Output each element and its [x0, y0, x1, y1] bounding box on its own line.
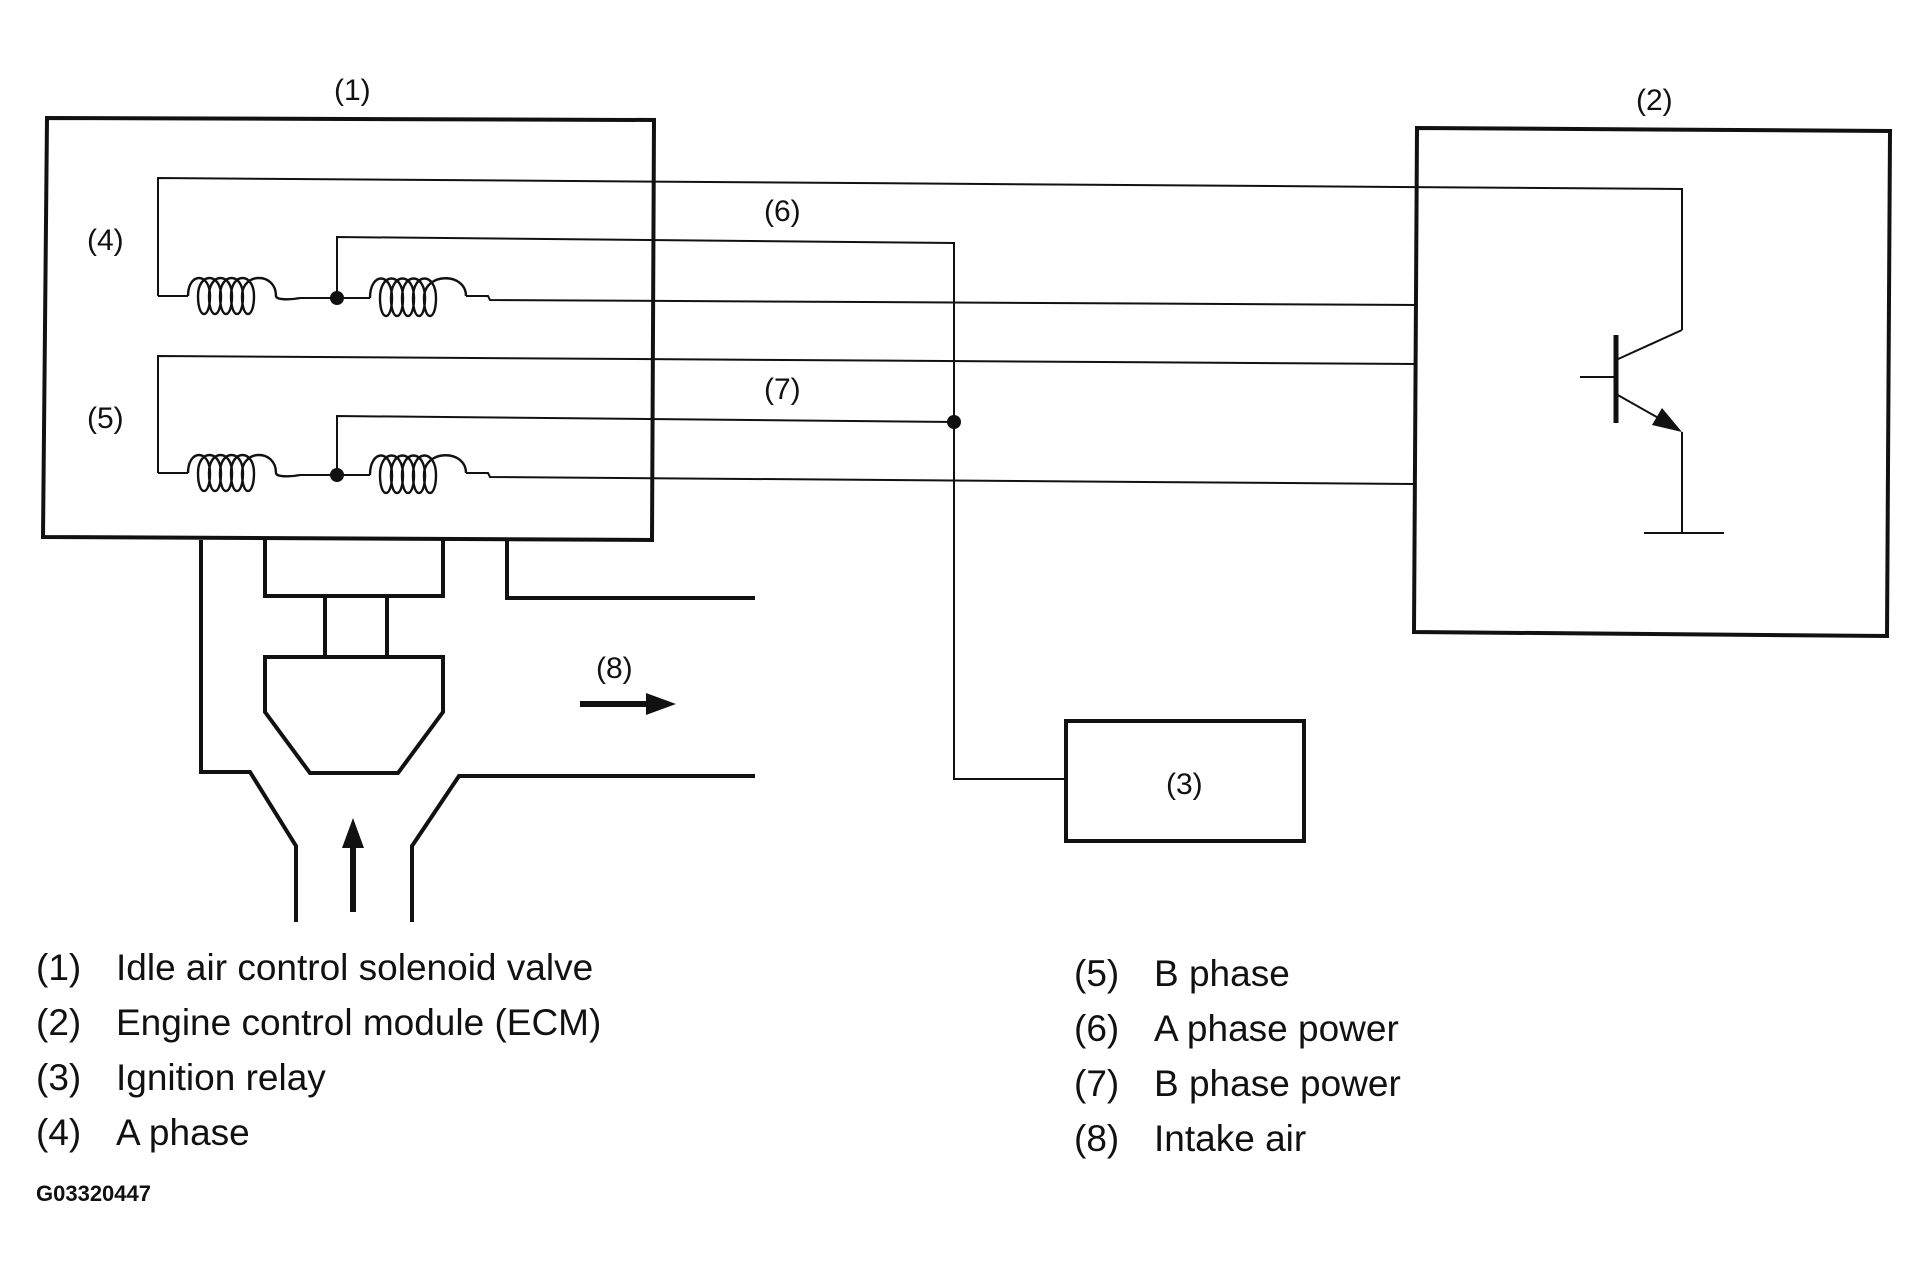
- power-feed-wire: [953, 422, 1066, 780]
- figure-id: G03320447: [36, 1181, 151, 1206]
- legend-number: (5): [1074, 953, 1119, 994]
- legend-text: A phase power: [1154, 1008, 1399, 1049]
- solenoid-valve-box: [40, 115, 657, 543]
- callout-6: (6): [764, 195, 801, 228]
- legend-item: (2) Engine control module (ECM): [36, 1002, 601, 1043]
- legend-text: B phase power: [1154, 1063, 1401, 1104]
- transistor-symbol: [1580, 329, 1724, 534]
- legend-item: (6) A phase power: [1074, 1008, 1399, 1049]
- legend-text: Ignition relay: [116, 1057, 326, 1098]
- legend-text: Intake air: [1154, 1118, 1306, 1159]
- callout-1: (1): [334, 74, 371, 107]
- legend-number: (3): [36, 1057, 81, 1098]
- callout-8: (8): [596, 652, 633, 685]
- legend-number: (1): [36, 947, 81, 988]
- ecm-box: [1411, 125, 1893, 639]
- legend-text: Engine control module (ECM): [116, 1002, 601, 1043]
- b-phase-coil-left: [186, 453, 301, 493]
- legend-item: (4) A phase: [36, 1112, 250, 1153]
- legend-number: (7): [1074, 1063, 1119, 1104]
- a-phase-center-tap-node: [330, 291, 344, 305]
- legend-item: (5) B phase: [1074, 953, 1290, 994]
- legend-number: (8): [1074, 1118, 1119, 1159]
- legend-item: (8) Intake air: [1074, 1118, 1306, 1159]
- intake-duct: [199, 538, 755, 922]
- b-phase-coil-right: [368, 454, 468, 495]
- b-phase-center-tap-node: [330, 468, 344, 482]
- legend-item: (1) Idle air control solenoid valve: [36, 947, 593, 988]
- legend-number: (6): [1074, 1008, 1119, 1049]
- callout-4: (4): [87, 224, 124, 257]
- callout-3: (3): [1166, 768, 1203, 801]
- valve-stem-housing: [263, 538, 445, 598]
- legend-text: B phase: [1154, 953, 1290, 994]
- legend-item: (3) Ignition relay: [36, 1057, 326, 1098]
- ignition-relay-box: [1064, 719, 1306, 843]
- legend-number: (4): [36, 1112, 81, 1153]
- a-phase-coil-left: [186, 276, 301, 316]
- callout-7: (7): [764, 373, 801, 406]
- intake-air-arrow-icon: [580, 693, 676, 715]
- valve-plunger: [263, 655, 445, 775]
- callout-5: (5): [87, 402, 124, 435]
- legend: (1) Idle air control solenoid valve (2) …: [36, 947, 1401, 1159]
- emitter-arrow-icon: [1652, 408, 1682, 432]
- a-phase-coils: [157, 176, 1683, 422]
- legend-item: (7) B phase power: [1074, 1063, 1401, 1104]
- callout-2: (2): [1636, 84, 1673, 117]
- b-phase-coils: [157, 354, 1418, 495]
- power-junction-node: [947, 415, 961, 429]
- legend-text: A phase: [116, 1112, 250, 1153]
- a-phase-coil-right: [368, 277, 468, 318]
- legend-number: (2): [36, 1002, 81, 1043]
- inlet-air-arrow-icon: [342, 818, 364, 912]
- legend-text: Idle air control solenoid valve: [116, 947, 593, 988]
